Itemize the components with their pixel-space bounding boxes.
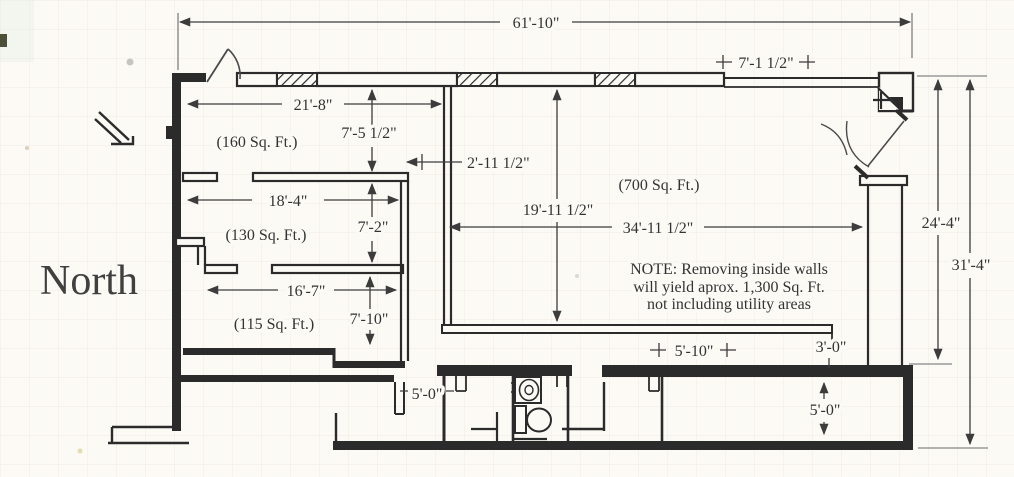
dim-7-2-label: 7'-2": [358, 219, 389, 236]
dimension-lines: [177, 13, 988, 449]
bathroom-fixtures: [511, 376, 552, 434]
dim-24-4-label: 24'-4": [922, 215, 961, 232]
note-line-1: NOTE: Removing inside walls: [630, 261, 828, 278]
entry-door-left: [206, 48, 241, 83]
dim-21-8-label: 21'-8": [294, 97, 333, 114]
dim-18-4-label: 18'-4": [269, 193, 308, 210]
interior-walls: [174, 87, 909, 415]
utility-partitions: [442, 365, 664, 446]
north-label: North: [40, 258, 138, 304]
toilet-icon: [514, 405, 552, 434]
dim-7-5-half-label: 7'-5 1/2": [341, 125, 396, 142]
room-160-label: (160 Sq. Ft.): [217, 134, 298, 151]
note-line-3: not including utility areas: [647, 296, 811, 313]
north-arrow-icon: [94, 111, 135, 146]
dim-3-0-label: 3'-0": [816, 339, 847, 356]
dim-5-10-label: 5'-10": [675, 343, 714, 360]
room-700-label: (700 Sq. Ft.): [619, 177, 700, 194]
plus-icon: [873, 92, 890, 109]
dim-5-0-room-label: 5'-0": [810, 402, 841, 419]
dim-7-10-label: 7'-10": [350, 311, 389, 328]
dim-5-0-hall-label: 5'-0": [412, 386, 443, 403]
note-line-2: will yield aprox. 1,300 Sq. Ft.: [633, 279, 825, 296]
dim-overall-width-label: 61'-10": [513, 15, 560, 32]
dim-19-11-half-label: 19'-11 1/2": [523, 202, 594, 219]
scan-artifacts: [0, 34, 579, 454]
dim-16-7-label: 16'-7": [287, 283, 326, 300]
exterior-walls: [108, 71, 913, 450]
dim-2-11-half-label: 2'-11 1/2": [467, 155, 530, 172]
dim-31-4-label: 31'-4": [952, 257, 991, 274]
window-hatches: [276, 72, 636, 87]
corner-detail-icon: [873, 71, 915, 113]
dim-entry-width-label: 7'-1 1/2": [738, 55, 793, 72]
room-115-label: (115 Sq. Ft.): [234, 316, 314, 333]
sink-icon: [511, 376, 542, 404]
room-130-label: (130 Sq. Ft.): [226, 227, 307, 244]
dim-34-11-half-label: 34'-11 1/2": [623, 220, 694, 237]
